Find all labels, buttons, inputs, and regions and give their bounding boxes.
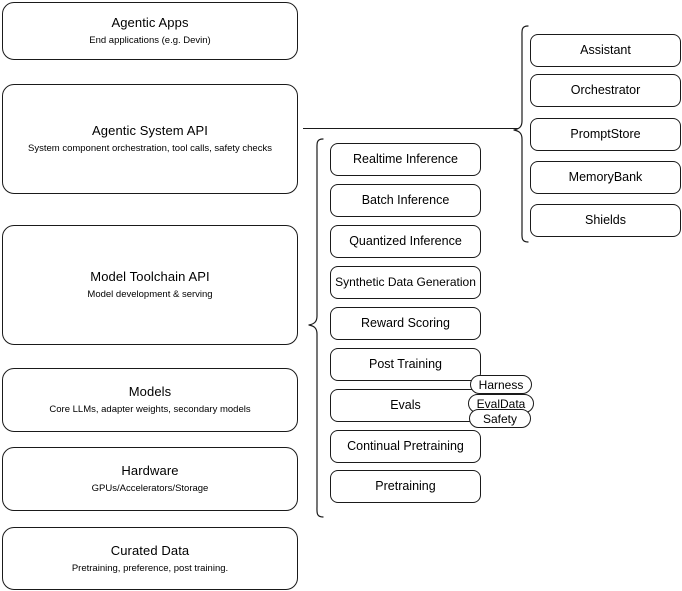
stack-layer-curated-data[interactable]: Curated Data Pretraining, preference, po… bbox=[2, 527, 298, 590]
chip-label: Evals bbox=[390, 398, 421, 412]
toolchain-item-post-training[interactable]: Post Training bbox=[330, 348, 481, 381]
pill-label: Harness bbox=[478, 377, 524, 392]
layer-title: Hardware bbox=[121, 463, 179, 478]
agentic-component-assistant[interactable]: Assistant bbox=[530, 34, 681, 67]
chip-label: Batch Inference bbox=[361, 193, 450, 207]
stack-layer-agentic-system-api[interactable]: Agentic System API System component orch… bbox=[2, 84, 298, 194]
chip-label: MemoryBank bbox=[568, 170, 643, 184]
layer-subtitle: Model development & serving bbox=[87, 289, 213, 300]
layer-title: Agentic Apps bbox=[111, 15, 189, 30]
layer-subtitle: GPUs/Accelerators/Storage bbox=[91, 483, 209, 494]
chip-label: Shields bbox=[585, 213, 626, 227]
eval-tag-harness[interactable]: Harness bbox=[470, 375, 532, 394]
stack-layer-model-toolchain-api[interactable]: Model Toolchain API Model development & … bbox=[2, 225, 298, 345]
connector-line-system-api-to-components bbox=[303, 128, 518, 129]
agentic-component-orchestrator[interactable]: Orchestrator bbox=[530, 74, 681, 107]
eval-tag-safety[interactable]: Safety bbox=[469, 409, 531, 428]
chip-label: Continual Pretraining bbox=[347, 439, 464, 453]
chip-label: Post Training bbox=[369, 357, 442, 371]
toolchain-item-evals[interactable]: Evals bbox=[330, 389, 481, 422]
layer-title: Models bbox=[128, 384, 172, 399]
chip-label: Pretraining bbox=[375, 479, 436, 493]
toolchain-item-realtime-inference[interactable]: Realtime Inference bbox=[330, 143, 481, 176]
chip-label: Orchestrator bbox=[570, 83, 641, 97]
chip-label: Assistant bbox=[580, 43, 631, 57]
chip-label: Realtime Inference bbox=[353, 152, 458, 166]
layer-subtitle: End applications (e.g. Devin) bbox=[89, 35, 211, 46]
toolchain-item-quantized-inference[interactable]: Quantized Inference bbox=[330, 225, 481, 258]
layer-subtitle: Pretraining, preference, post training. bbox=[71, 562, 229, 574]
toolchain-item-pretraining[interactable]: Pretraining bbox=[330, 470, 481, 503]
stack-layer-hardware[interactable]: Hardware GPUs/Accelerators/Storage bbox=[2, 447, 298, 511]
chip-label: Reward Scoring bbox=[361, 316, 450, 330]
brace-agentic-components-group bbox=[508, 25, 530, 243]
agentic-component-shields[interactable]: Shields bbox=[530, 204, 681, 237]
agentic-component-promptstore[interactable]: PromptStore bbox=[530, 118, 681, 151]
toolchain-item-reward-scoring[interactable]: Reward Scoring bbox=[330, 307, 481, 340]
layer-subtitle: Core LLMs, adapter weights, secondary mo… bbox=[49, 404, 251, 415]
stack-layer-agentic-apps[interactable]: Agentic Apps End applications (e.g. Devi… bbox=[2, 2, 298, 60]
toolchain-item-continual-pretraining[interactable]: Continual Pretraining bbox=[330, 430, 481, 463]
layer-title: Agentic System API bbox=[92, 123, 208, 138]
agentic-component-memorybank[interactable]: MemoryBank bbox=[530, 161, 681, 194]
toolchain-item-synthetic-data-generation[interactable]: Synthetic Data Generation bbox=[330, 266, 481, 299]
chip-label: PromptStore bbox=[570, 127, 641, 141]
toolchain-item-batch-inference[interactable]: Batch Inference bbox=[330, 184, 481, 217]
layer-title: Model Toolchain API bbox=[90, 269, 210, 284]
layer-subtitle: System component orchestration, tool cal… bbox=[28, 143, 272, 154]
chip-label: Synthetic Data Generation bbox=[335, 275, 476, 289]
pill-label: EvalData bbox=[476, 396, 526, 411]
layer-title: Curated Data bbox=[110, 542, 190, 558]
chip-label: Quantized Inference bbox=[349, 234, 462, 248]
pill-label: Safety bbox=[482, 411, 518, 426]
stack-layer-models[interactable]: Models Core LLMs, adapter weights, secon… bbox=[2, 368, 298, 432]
brace-toolchain-group bbox=[303, 138, 325, 518]
